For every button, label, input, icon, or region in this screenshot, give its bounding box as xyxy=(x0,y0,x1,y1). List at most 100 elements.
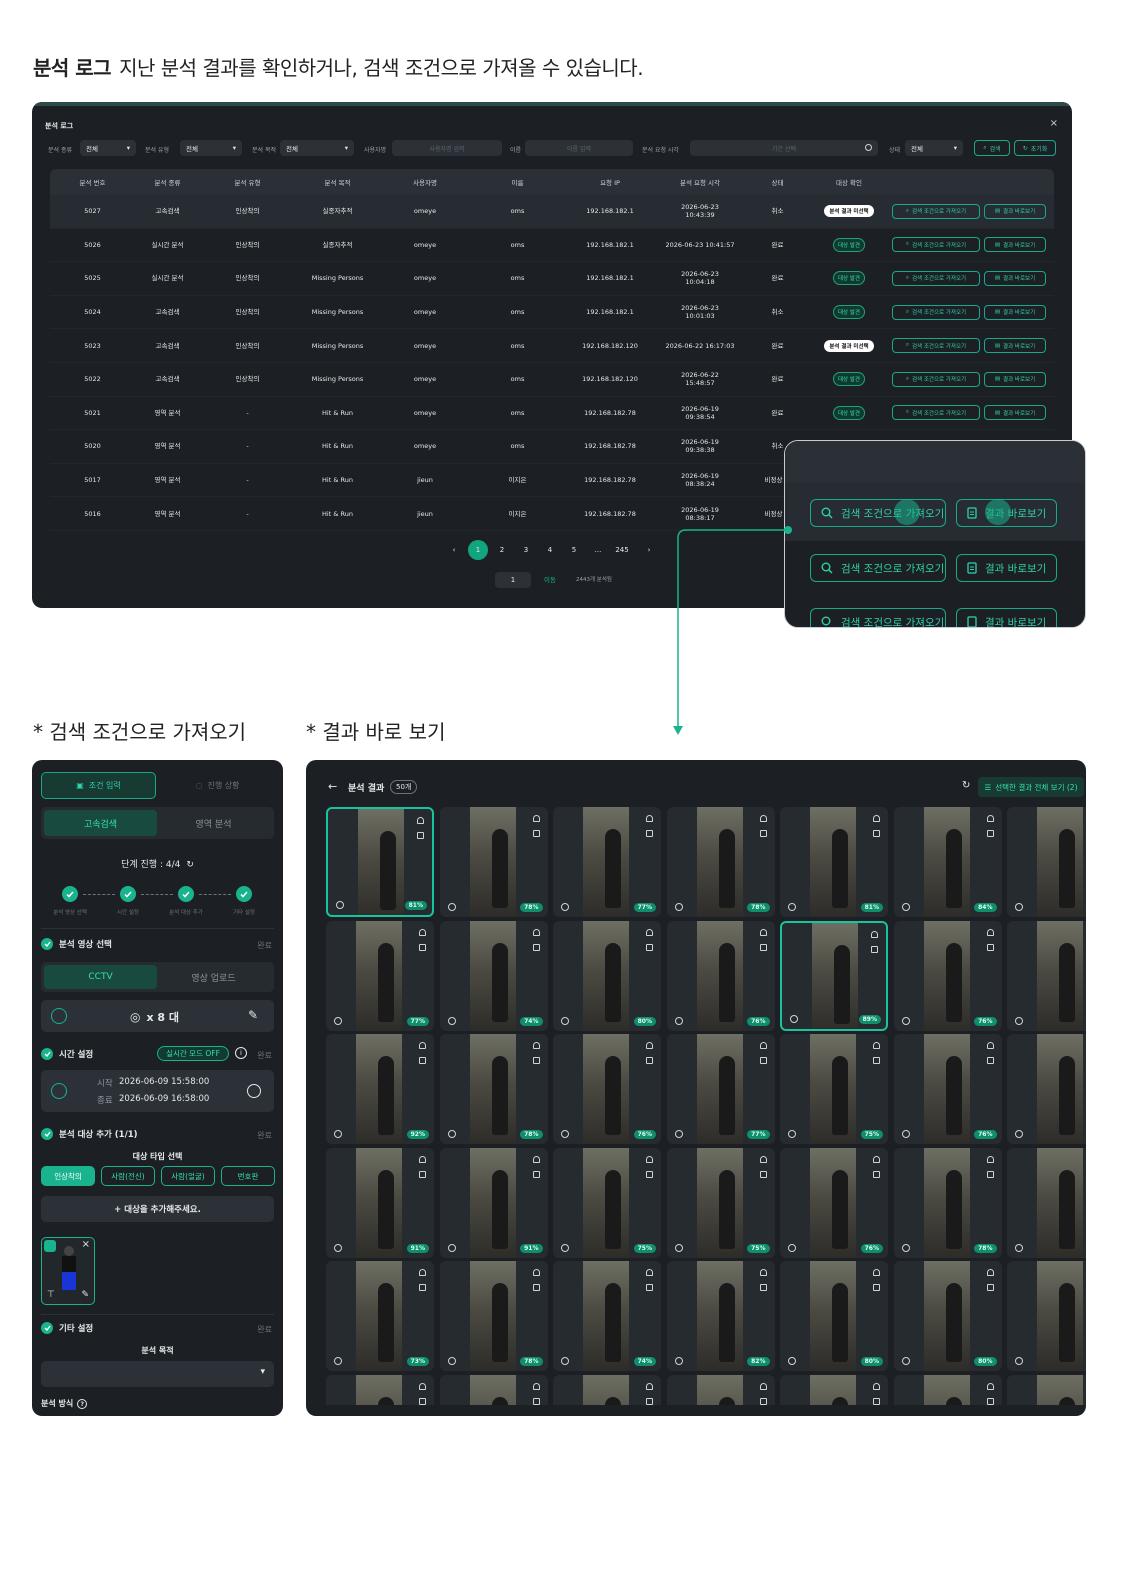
delete-icon[interactable] xyxy=(986,1284,994,1291)
zoom-icon[interactable] xyxy=(674,1243,683,1252)
result-card[interactable]: 80% xyxy=(893,1261,1002,1371)
person-icon[interactable] xyxy=(759,1269,767,1276)
result-card[interactable] xyxy=(780,1374,888,1405)
person-icon[interactable] xyxy=(419,1382,426,1390)
zoom-icon[interactable] xyxy=(447,903,456,911)
result-card[interactable] xyxy=(1007,920,1086,1031)
person-icon[interactable] xyxy=(646,1382,653,1390)
delete-icon[interactable] xyxy=(986,1397,994,1405)
person-icon[interactable] xyxy=(759,928,767,936)
page-number[interactable]: 1 xyxy=(468,540,488,560)
result-card[interactable]: 78% xyxy=(439,1034,548,1144)
person-icon[interactable] xyxy=(646,1042,653,1049)
prev-page-icon[interactable]: ‹ xyxy=(452,546,456,554)
result-card[interactable]: 92% xyxy=(326,1034,434,1144)
result-card[interactable]: 76% xyxy=(893,920,1002,1031)
result-card[interactable]: 91% xyxy=(326,1147,434,1258)
person-icon[interactable] xyxy=(986,815,994,822)
zoom-view-button[interactable]: 결과 바로보기 xyxy=(956,608,1057,627)
zoom-icon[interactable] xyxy=(1015,1357,1023,1365)
zoom-icon[interactable] xyxy=(334,1357,342,1365)
person-icon[interactable] xyxy=(646,928,653,936)
person-icon[interactable] xyxy=(986,1155,994,1163)
zoom-icon[interactable] xyxy=(788,1243,796,1252)
result-card[interactable] xyxy=(439,1374,548,1405)
zoom-icon[interactable] xyxy=(674,1016,683,1025)
view-result-button[interactable]: ▤결과 바로보기 xyxy=(984,338,1046,354)
result-card[interactable] xyxy=(1007,1261,1086,1371)
person-icon[interactable] xyxy=(532,1269,540,1276)
status-select[interactable]: 전체▾ xyxy=(905,140,963,156)
delete-icon[interactable] xyxy=(419,1284,426,1291)
result-card[interactable]: 80% xyxy=(553,920,661,1031)
zoom-icon[interactable] xyxy=(674,1357,683,1365)
source-cctv[interactable]: CCTV xyxy=(44,965,157,989)
zoom-icon[interactable] xyxy=(901,1016,910,1025)
result-card[interactable] xyxy=(553,1374,661,1405)
zoom-load-button[interactable]: 검색 조건으로 가져오기 xyxy=(810,608,946,627)
zoom-icon[interactable] xyxy=(788,903,796,911)
delete-icon[interactable] xyxy=(871,945,878,953)
result-card[interactable]: 75% xyxy=(780,1034,888,1144)
result-card[interactable] xyxy=(1007,1374,1086,1405)
delete-icon[interactable] xyxy=(873,1397,880,1405)
clock-icon[interactable] xyxy=(247,1084,261,1098)
source-upload[interactable]: 영상 업로드 xyxy=(191,973,236,984)
result-card[interactable]: 84% xyxy=(893,807,1002,917)
result-card[interactable]: 78% xyxy=(666,807,775,917)
person-icon[interactable] xyxy=(873,815,880,822)
delete-icon[interactable] xyxy=(532,1170,540,1178)
edit-icon[interactable]: ✎ xyxy=(81,1290,89,1300)
zoom-icon[interactable] xyxy=(1015,1130,1023,1138)
zoom-icon[interactable] xyxy=(447,1016,456,1025)
target-type-option[interactable]: 인상착의 xyxy=(41,1166,95,1186)
delete-icon[interactable] xyxy=(873,1284,880,1291)
zoom-icon[interactable] xyxy=(788,1130,796,1138)
zoom-load-button[interactable]: 검색 조건으로 가져오기 xyxy=(810,554,946,582)
zoom-icon[interactable] xyxy=(561,1016,569,1025)
search-button[interactable]: ⌕검색 xyxy=(974,140,1010,156)
delete-icon[interactable] xyxy=(532,1284,540,1291)
delete-icon[interactable] xyxy=(646,943,653,951)
view-selected-button[interactable]: ☰선택한 결과 전체 보기 (2) xyxy=(978,777,1084,797)
person-icon[interactable] xyxy=(759,1155,767,1163)
delete-icon[interactable] xyxy=(986,1057,994,1064)
zoom-icon[interactable] xyxy=(674,1130,683,1138)
kind-select[interactable]: 전체▾ xyxy=(180,140,242,156)
delete-icon[interactable] xyxy=(646,1170,653,1178)
page-number[interactable]: 3 xyxy=(523,546,529,554)
page-number[interactable]: 5 xyxy=(571,546,577,554)
target-type-option[interactable]: 사람(전신) xyxy=(101,1166,155,1186)
delete-icon[interactable] xyxy=(419,943,426,951)
person-icon[interactable] xyxy=(532,1155,540,1163)
checkbox-icon[interactable] xyxy=(44,1240,56,1252)
result-card[interactable]: 77% xyxy=(666,1034,775,1144)
load-conditions-button[interactable]: ⌕검색 조건으로 가져오기 xyxy=(892,304,980,320)
result-card[interactable]: 75% xyxy=(666,1147,775,1258)
person-icon[interactable] xyxy=(871,930,878,938)
mode-area-analysis[interactable]: 영역 분석 xyxy=(195,819,232,830)
delete-icon[interactable] xyxy=(419,1397,426,1405)
result-card[interactable] xyxy=(1007,1147,1086,1258)
person-icon[interactable] xyxy=(986,928,994,936)
info-icon[interactable]: ? xyxy=(77,1398,88,1409)
target-card[interactable]: × ⊤ ✎ xyxy=(41,1237,95,1305)
target-type-option[interactable]: 사람(얼굴) xyxy=(161,1166,215,1186)
page-number[interactable]: ... xyxy=(594,546,602,554)
type-select[interactable]: 전체▾ xyxy=(80,140,136,156)
result-card[interactable]: 73% xyxy=(326,1261,434,1371)
target-type-option[interactable]: 번호판 xyxy=(221,1166,275,1186)
zoom-icon[interactable] xyxy=(561,1130,569,1138)
zoom-icon[interactable] xyxy=(901,1130,910,1138)
result-card[interactable]: 74% xyxy=(439,920,548,1031)
zoom-load-button[interactable]: 검색 조건으로 가져오기 xyxy=(810,499,946,527)
zoom-icon[interactable] xyxy=(447,1130,456,1138)
close-icon[interactable]: × xyxy=(1049,118,1058,129)
result-card[interactable]: 89% xyxy=(780,920,888,1031)
delete-icon[interactable] xyxy=(986,1170,994,1178)
person-icon[interactable] xyxy=(986,1269,994,1276)
load-conditions-button[interactable]: ⌕검색 조건으로 가져오기 xyxy=(892,371,980,387)
page-number[interactable]: 2 xyxy=(499,546,505,554)
delete-icon[interactable] xyxy=(532,1057,540,1064)
zoom-icon[interactable] xyxy=(561,1357,569,1365)
